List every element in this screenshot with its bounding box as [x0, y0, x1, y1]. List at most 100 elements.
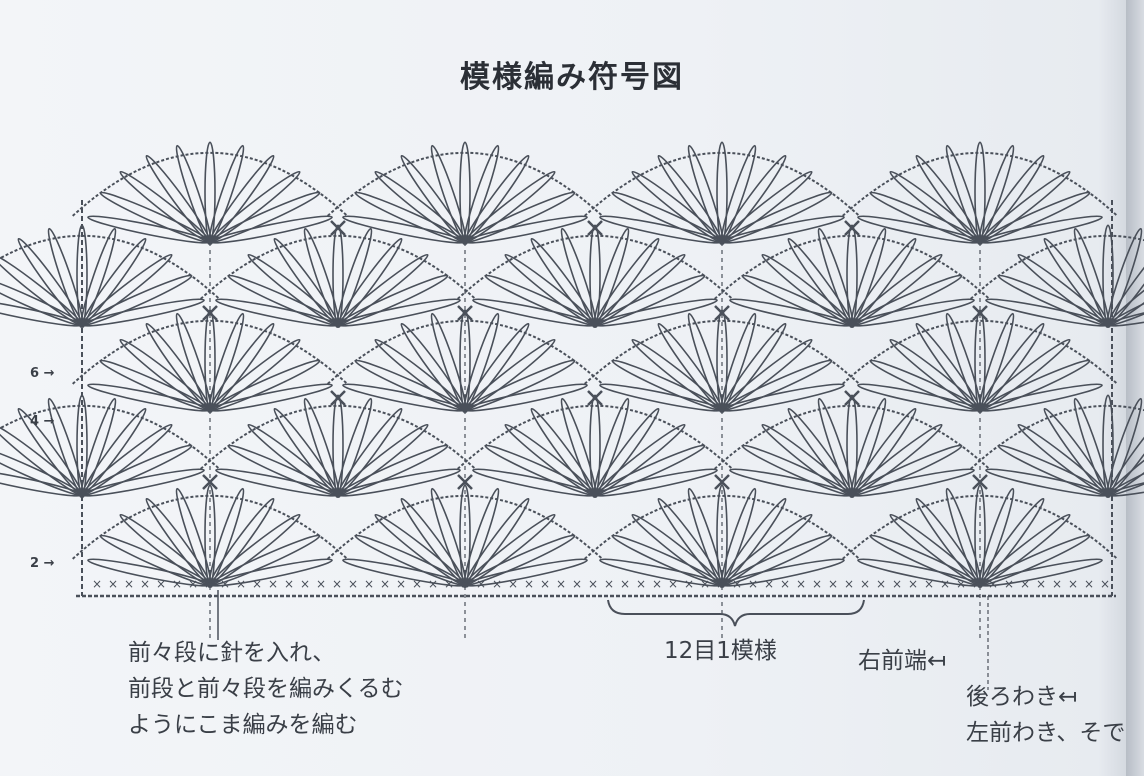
foundation-x-stitch: ×: [972, 577, 982, 591]
foundation-x-stitch: ×: [876, 577, 886, 591]
foundation-x-stitch: ×: [796, 577, 806, 591]
foundation-x-stitch: ×: [1020, 577, 1030, 591]
shell-stitch-fan: [714, 394, 990, 498]
foundation-x-stitch: ×: [1036, 577, 1046, 591]
row-marker-6: 6 →: [30, 366, 55, 381]
single-crochet-x-mark: [457, 305, 473, 321]
foundation-x-stitch: ×: [476, 577, 486, 591]
foundation-x-stitch: ×: [1084, 577, 1094, 591]
foundation-x-stitch: ×: [604, 577, 614, 591]
foundation-x-stitch: ×: [348, 577, 358, 591]
shell-stitch-fan: [970, 394, 1144, 498]
foundation-x-stitch: ×: [588, 577, 598, 591]
foundation-x-stitch: ×: [284, 577, 294, 591]
foundation-x-stitch: ×: [812, 577, 822, 591]
foundation-x-stitch: ×: [668, 577, 678, 591]
single-crochet-x-mark: [587, 220, 603, 236]
book-binding-edge: [1126, 0, 1144, 776]
foundation-x-stitch: ×: [460, 577, 470, 591]
shell-stitch-fan: [457, 394, 733, 498]
foundation-x-stitch: ×: [172, 577, 182, 591]
foundation-x-stitch: ×: [524, 577, 534, 591]
foundation-x-stitch: ×: [860, 577, 870, 591]
foundation-x-stitch: ×: [748, 577, 758, 591]
single-crochet-x-mark: [844, 390, 860, 406]
repeat-bracket: [607, 599, 865, 627]
foundation-x-stitch: ×: [556, 577, 566, 591]
foundation-x-stitch: ×: [940, 577, 950, 591]
foundation-x-stitch: ×: [1004, 577, 1014, 591]
instruction-line-1: 前々段に針を入れ、: [128, 640, 336, 666]
shell-stitch-fan: [72, 484, 348, 588]
shell-stitch-fan: [200, 224, 476, 328]
right-front-edge-label: 右前端↤: [858, 648, 947, 674]
single-crochet-x-mark: [202, 305, 218, 321]
left-front-side-label: 左前わき、そで: [966, 720, 1126, 746]
foundation-x-stitch: ×: [1100, 577, 1110, 591]
foundation-x-stitch: ×: [540, 577, 550, 591]
foundation-x-stitch: ×: [700, 577, 710, 591]
single-crochet-x-mark: [330, 390, 346, 406]
foundation-x-stitch: ×: [844, 577, 854, 591]
foundation-x-stitch: ×: [956, 577, 966, 591]
single-crochet-x-mark: [587, 390, 603, 406]
diagram-title: 模様編み符号図: [460, 60, 684, 95]
foundation-x-stitch: ×: [252, 577, 262, 591]
foundation-x-stitch: ×: [1068, 577, 1078, 591]
instruction-line-3: ようにこま編みを編む: [128, 712, 358, 738]
foundation-x-stitch: ×: [780, 577, 790, 591]
foundation-x-stitch: ×: [444, 577, 454, 591]
foundation-x-stitch: ×: [572, 577, 582, 591]
repeat-label: 12目1模様: [664, 638, 777, 664]
shell-stitch-fan: [327, 484, 603, 588]
foundation-x-stitch: ×: [236, 577, 246, 591]
foundation-x-stitch: ×: [108, 577, 118, 591]
foundation-x-stitch: ×: [220, 577, 230, 591]
single-crochet-x-mark: [714, 305, 730, 321]
shell-stitch-fan: [72, 309, 348, 413]
foundation-x-stitch: ×: [764, 577, 774, 591]
foundation-x-stitch: ×: [188, 577, 198, 591]
foundation-x-stitch: ×: [652, 577, 662, 591]
foundation-x-stitch: ×: [156, 577, 166, 591]
foundation-x-stitch: ×: [204, 577, 214, 591]
foundation-x-stitch: ×: [92, 577, 102, 591]
foundation-x-stitch: ×: [908, 577, 918, 591]
foundation-x-stitch: ×: [412, 577, 422, 591]
foundation-x-stitch: ×: [684, 577, 694, 591]
foundation-x-stitch: ×: [716, 577, 726, 591]
foundation-x-stitch: ×: [140, 577, 150, 591]
single-crochet-x-mark: [844, 220, 860, 236]
foundation-x-stitch: ×: [332, 577, 342, 591]
instruction-line-2: 前段と前々段を編みくるむ: [128, 676, 404, 702]
foundation-x-stitch: ×: [988, 577, 998, 591]
shell-stitch-fan: [72, 141, 348, 245]
row-marker-2: 2 →: [30, 556, 55, 571]
foundation-x-stitch: ×: [300, 577, 310, 591]
shell-stitch-fan: [970, 224, 1144, 328]
foundation-x-stitch: ×: [380, 577, 390, 591]
foundation-x-stitch: ×: [924, 577, 934, 591]
shell-stitch-fan: [0, 394, 220, 498]
foundation-x-stitch: ×: [1052, 577, 1062, 591]
foundation-x-stitch: ×: [508, 577, 518, 591]
foundation-x-stitch: ×: [732, 577, 742, 591]
shell-stitch-fan: [714, 224, 990, 328]
foundation-x-stitch: ×: [316, 577, 326, 591]
back-side-label: 後ろわき↤: [966, 684, 1078, 710]
single-crochet-x-mark: [972, 305, 988, 321]
foundation-x-stitch: ×: [428, 577, 438, 591]
shell-stitch-fan: [200, 394, 476, 498]
foundation-x-stitch: ×: [892, 577, 902, 591]
shell-stitch-fan: [842, 484, 1118, 588]
foundation-x-stitch: ×: [620, 577, 630, 591]
foundation-x-stitch: ×: [396, 577, 406, 591]
shell-stitch-fan: [0, 224, 220, 328]
row-marker-4: 4 →: [30, 414, 55, 429]
foundation-x-stitch: ×: [364, 577, 374, 591]
foundation-x-stitch: ×: [124, 577, 134, 591]
shell-stitch-fan: [584, 141, 860, 245]
foundation-x-stitch: ×: [268, 577, 278, 591]
